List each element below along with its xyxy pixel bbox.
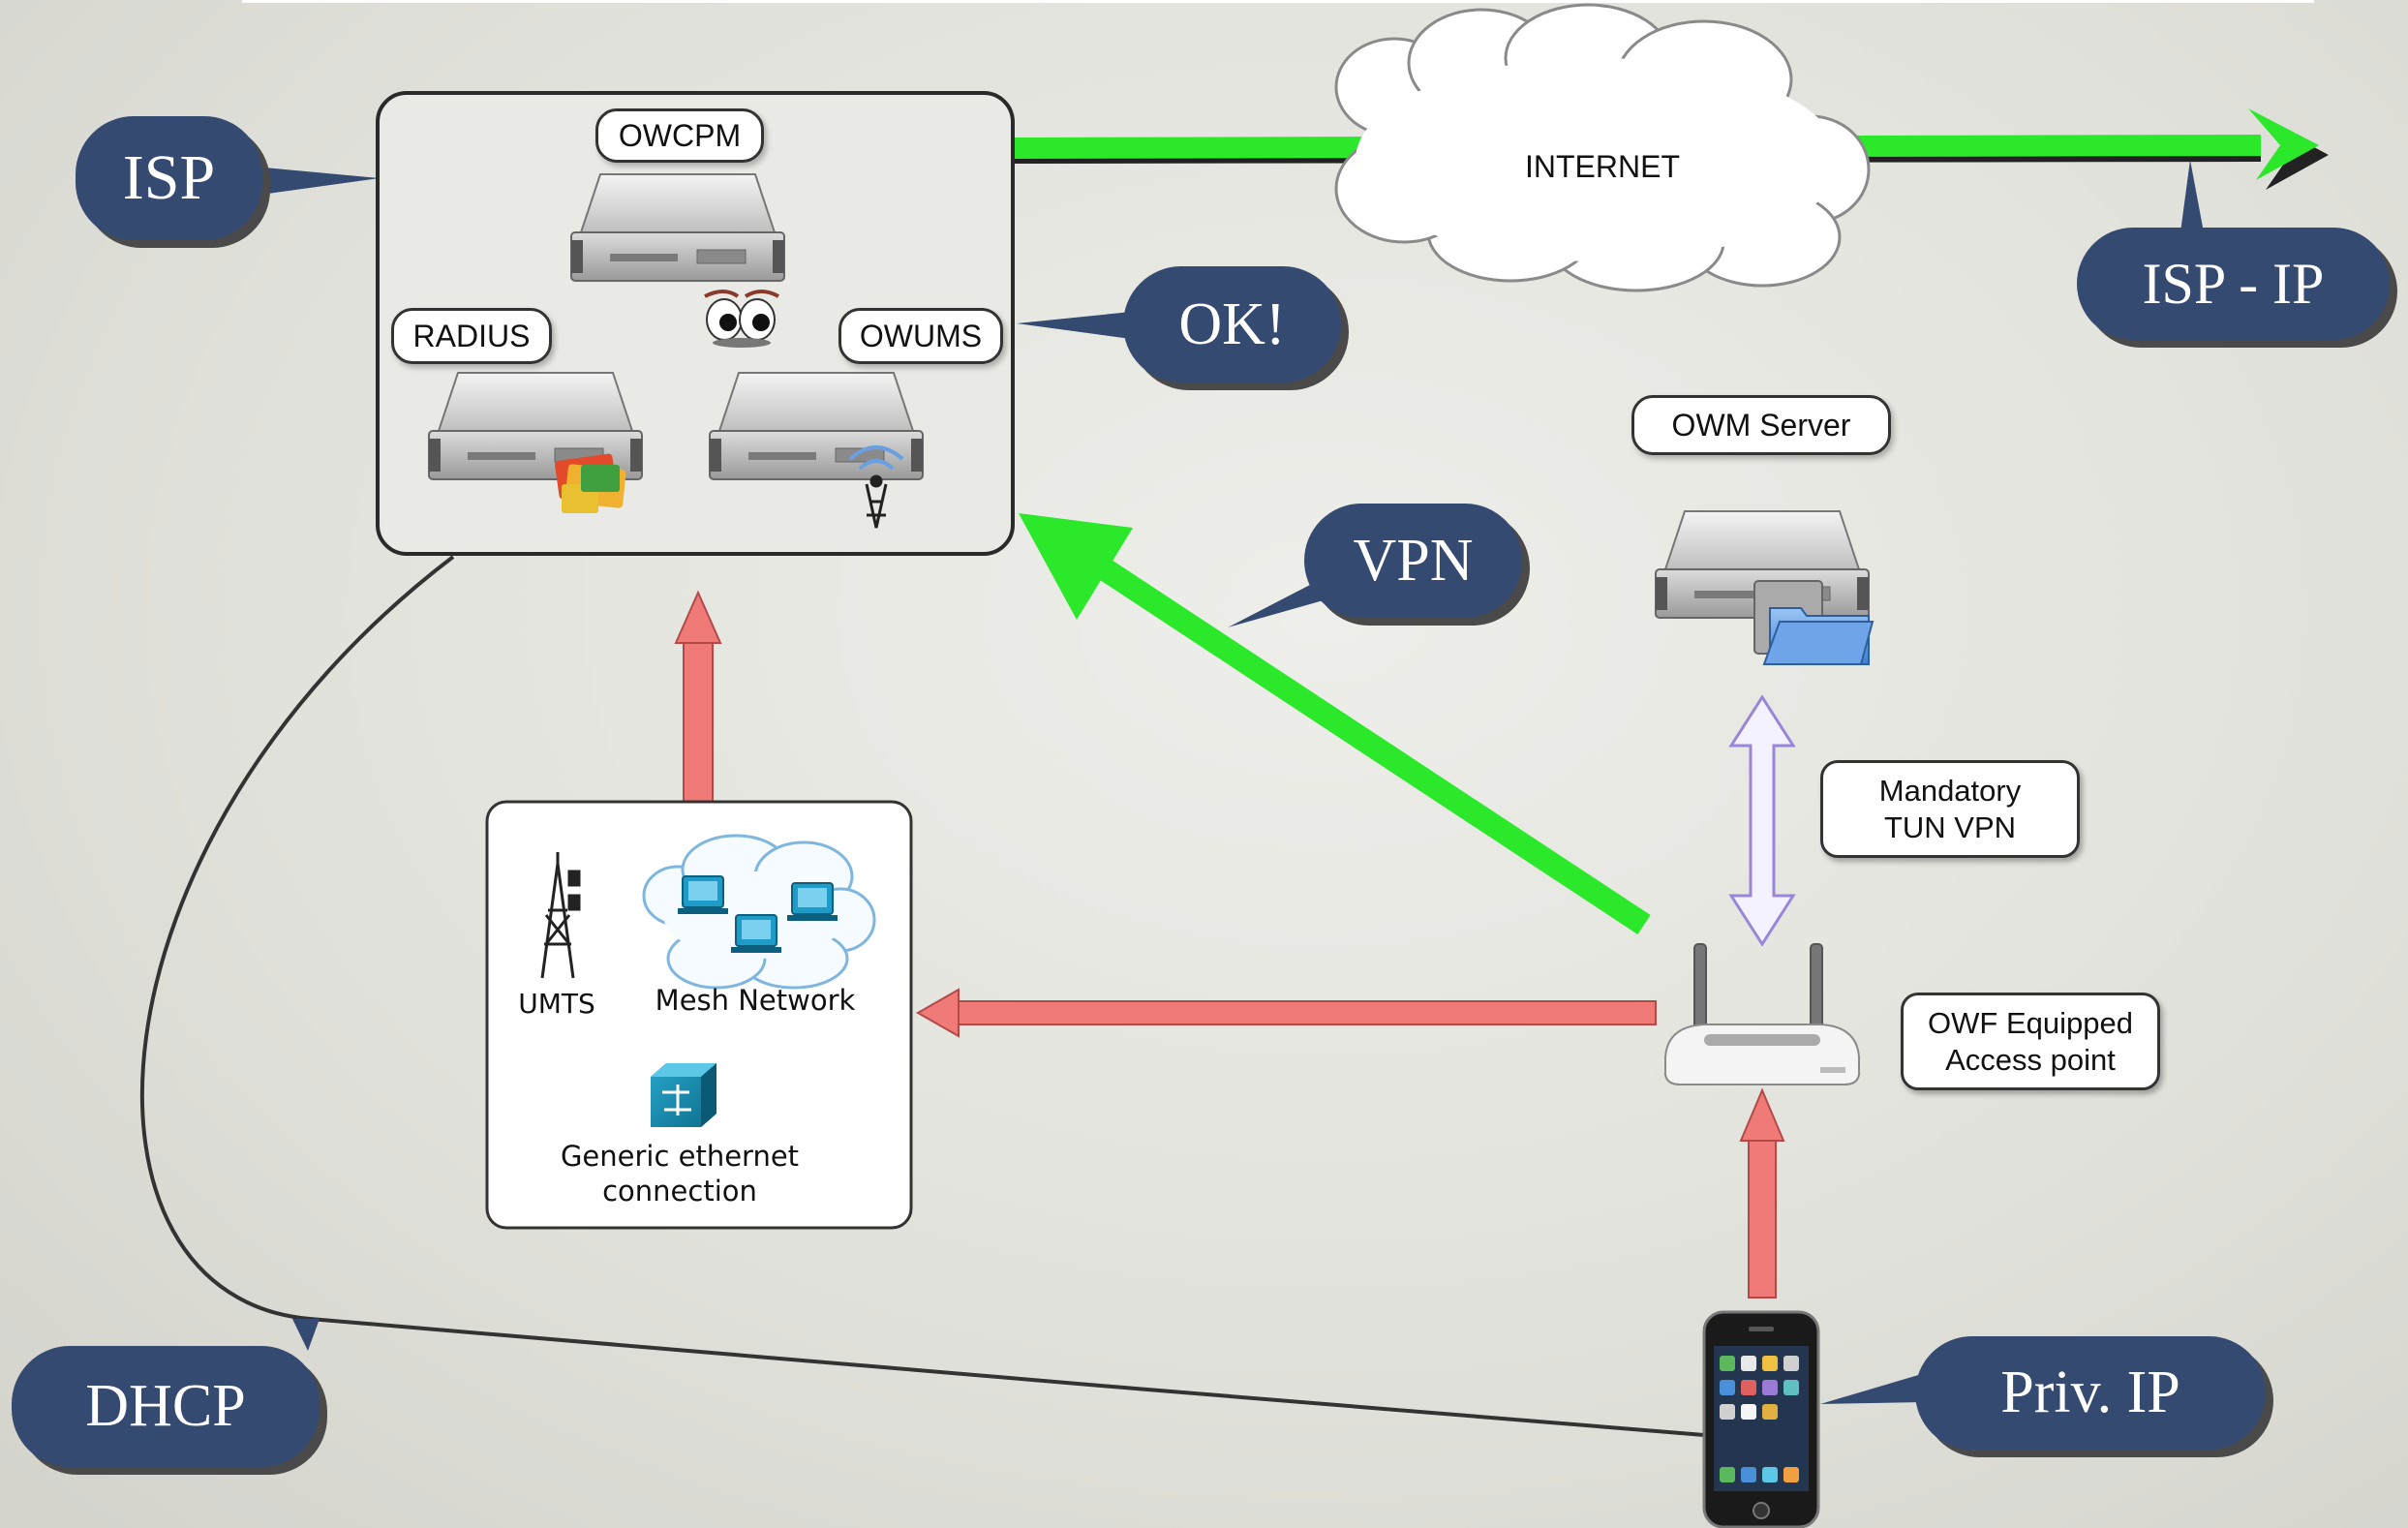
tun-vpn-note: Mandatory TUN VPN	[1820, 760, 2080, 858]
ethernet-label-line1: Generic ethernet	[560, 1140, 800, 1173]
owm-server-label: OWM Server	[1631, 395, 1891, 455]
ethernet-label-line2: connection	[602, 1175, 757, 1207]
ethernet-cube-icon	[651, 1063, 716, 1127]
priv-ip-label: Priv. IP	[2000, 1360, 2180, 1425]
dhcp-bubble: DHCP	[12, 1346, 320, 1467]
tun-vpn-line2: TUN VPN	[1883, 810, 2017, 844]
internet-cloud	[1334, 3, 1871, 292]
ok-bubble: OK!	[1123, 266, 1341, 382]
owums-server-icon	[709, 372, 924, 480]
phone-icon	[1702, 1310, 1820, 1528]
priv-ip-bubble: Priv. IP	[1915, 1336, 2266, 1450]
vpn-label: VPN	[1353, 527, 1474, 594]
umts-tower-icon	[540, 852, 581, 979]
top-rule	[242, 0, 2314, 3]
radius-label: RADIUS	[391, 308, 552, 364]
internet-label: INTERNET	[1525, 149, 1680, 184]
eyes-icon	[704, 290, 779, 348]
umts-label: UMTS	[518, 988, 595, 1020]
mesh-network-icon	[642, 834, 876, 990]
access-point-line1: OWF Equipped	[1928, 1005, 2133, 1040]
access-point-line2: Access point	[1945, 1042, 2116, 1077]
access-point-note: OWF Equipped Access point	[1901, 993, 2160, 1090]
ethernet-label: Generic ethernet connection	[542, 1139, 817, 1208]
vpn-bubble: VPN	[1304, 504, 1522, 618]
access-point-icon	[1664, 943, 1860, 1085]
tun-vpn-link	[1728, 694, 1796, 947]
tun-vpn-line1: Mandatory	[1878, 773, 2022, 808]
ok-label: OK!	[1178, 290, 1286, 357]
owcpm-server-icon	[570, 173, 785, 282]
owums-label: OWUMS	[838, 308, 1003, 364]
isp-bubble: ISP	[76, 116, 262, 240]
dhcp-label: DHCP	[85, 1373, 246, 1439]
antenna-icon	[848, 445, 904, 529]
isp-ip-label: ISP - IP	[2142, 251, 2325, 316]
dhcp-link	[139, 555, 1705, 1437]
folder-icon	[1753, 580, 1875, 665]
owcpm-label: OWCPM	[595, 108, 764, 163]
mesh-network-label: Mesh Network	[655, 984, 856, 1017]
isp-label: ISP	[122, 142, 216, 213]
cards-icon	[555, 453, 626, 513]
isp-ip-bubble: ISP - IP	[2077, 228, 2390, 340]
